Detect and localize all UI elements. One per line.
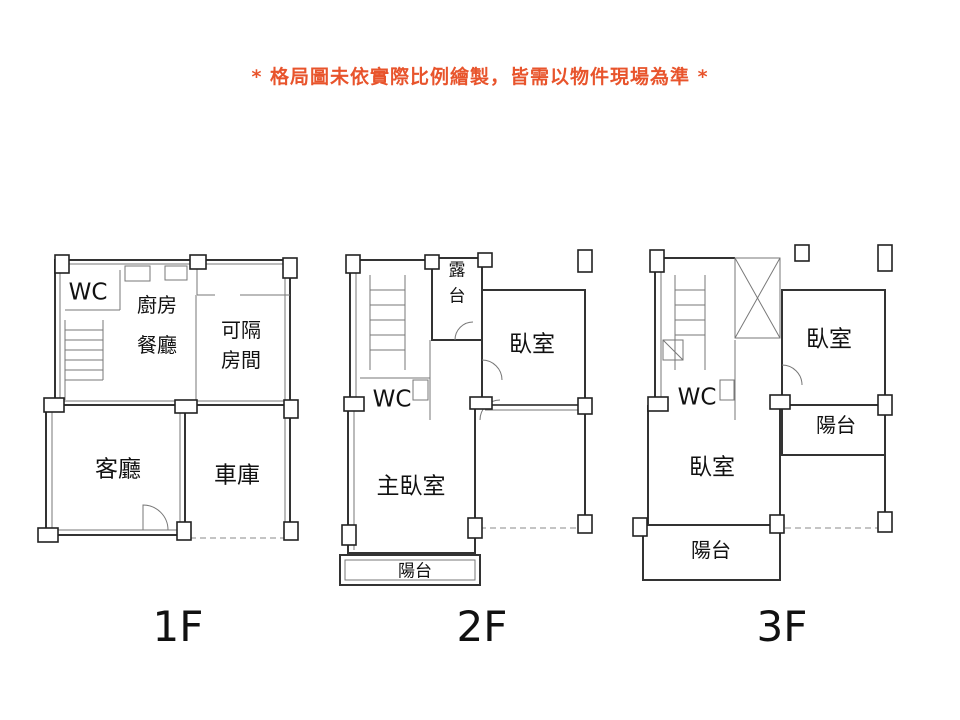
room-label-wc-1f: WC bbox=[68, 279, 108, 306]
room-label-balcony-3f-rear: 陽台 bbox=[816, 413, 856, 437]
room-label-wc-2f: WC bbox=[372, 386, 412, 413]
floor-label-2f: 2F bbox=[456, 602, 508, 651]
room-label-balcony-2f: 陽台 bbox=[398, 561, 432, 582]
floor-3f-plan bbox=[632, 244, 893, 581]
room-label-wc-3f: WC bbox=[677, 384, 717, 411]
room-label-flex-room-line1: 可隔 bbox=[221, 318, 261, 342]
floor-label-1f: 1F bbox=[152, 602, 204, 651]
floor-2f-plan bbox=[339, 249, 593, 586]
room-label-living: 客廳 bbox=[95, 456, 141, 483]
room-label-kitchen: 廚房 bbox=[137, 293, 177, 317]
room-label-dining: 餐廳 bbox=[137, 333, 177, 357]
room-label-terrace-line1: 露 bbox=[448, 260, 466, 281]
room-label-garage: 車庫 bbox=[214, 462, 260, 489]
floor-label-3f: 3F bbox=[756, 602, 808, 651]
room-label-bedroom-3f-front: 臥室 bbox=[689, 454, 735, 481]
disclaimer-note: * 格局圖未依實際比例繪製，皆需以物件現場為準 * bbox=[251, 66, 709, 88]
room-label-bedroom-2f: 臥室 bbox=[509, 331, 555, 358]
room-label-bedroom-3f-rear: 臥室 bbox=[806, 326, 852, 353]
room-label-balcony-3f-front: 陽台 bbox=[691, 538, 731, 562]
floor-1f-plan bbox=[37, 254, 299, 543]
room-label-master-bedroom: 主臥室 bbox=[376, 473, 446, 500]
room-label-flex-room-line2: 房間 bbox=[221, 348, 261, 372]
room-label-terrace-line2: 台 bbox=[448, 286, 466, 307]
